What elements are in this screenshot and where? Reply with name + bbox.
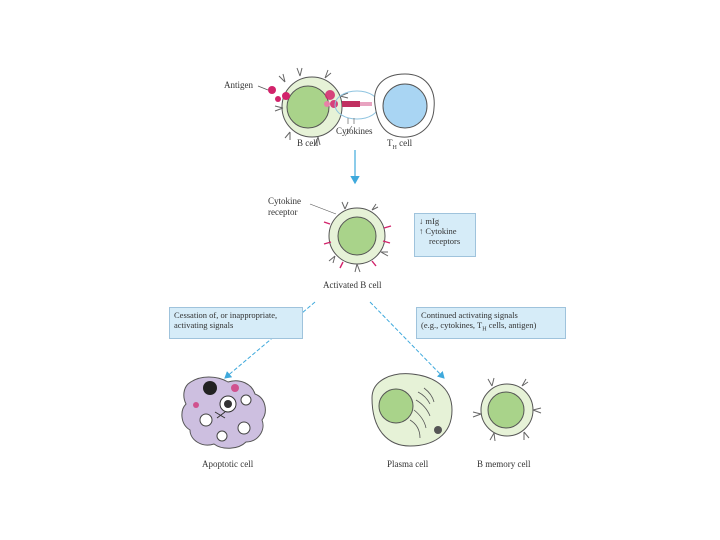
antigen-label: Antigen: [224, 80, 253, 90]
antigen-particles: [257, 85, 281, 102]
inappropriate-signals-box: Cessation of, or inappropriate, activati…: [169, 307, 303, 339]
cytokines-label: Cytokines: [336, 126, 373, 136]
b-cell-label: B cell: [297, 138, 319, 148]
b-memory-cell: [472, 377, 542, 442]
receptor-change-box: ↓ mIg ↑ Cytokine receptors: [414, 213, 476, 257]
activated-b-cell-label: Activated B cell: [323, 280, 382, 290]
continued-signals-box: Continued activating signals (e.g., cyto…: [416, 307, 566, 339]
activated-b-cell: [323, 201, 392, 273]
plasma-cell: [371, 373, 453, 447]
plasma-cell-label: Plasma cell: [387, 459, 429, 469]
b-memory-cell-label: B memory cell: [477, 459, 531, 469]
th-cell: [374, 73, 435, 138]
th-cell-label: TH cell: [387, 138, 413, 151]
apoptotic-cell: [181, 376, 266, 449]
apoptotic-cell-label: Apoptotic cell: [202, 459, 254, 469]
b-cell: [274, 67, 349, 146]
